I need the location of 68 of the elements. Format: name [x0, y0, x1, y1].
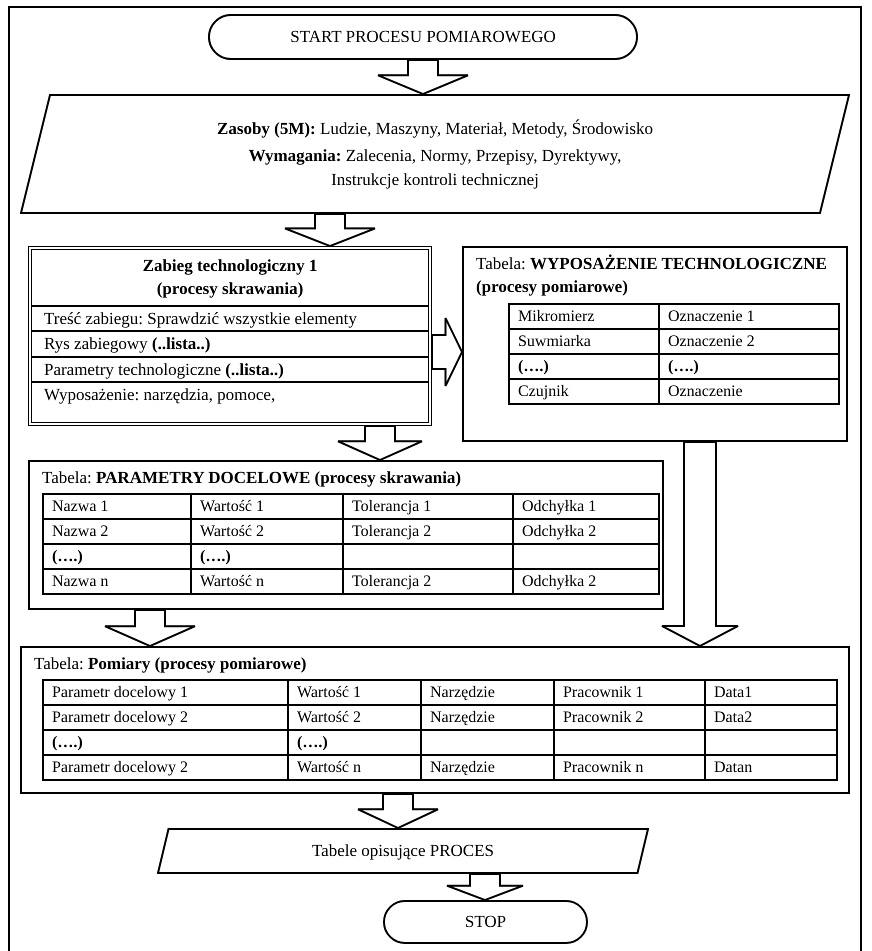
table-panel	[462, 246, 848, 442]
table-panel	[20, 646, 850, 794]
block-arrow	[661, 441, 739, 648]
table-cell: Suwmiarka	[510, 330, 660, 355]
table-cell: (….)	[44, 545, 192, 570]
table-cell: Oznaczenie 2	[660, 330, 840, 355]
table-cell: Parametr docelowy 2	[44, 756, 289, 782]
table-cell: Mikromierz	[510, 304, 660, 330]
table-cell: Tolerancja 1	[344, 495, 514, 520]
table-title: Tabela: Pomiary (procesy pomiarowe)	[34, 653, 308, 675]
table-cell: Odchyłka 2	[514, 570, 660, 596]
table-cell: Narzędzie	[422, 706, 555, 732]
list-row: Rys zabiegowy (..lista..)	[32, 330, 428, 356]
table-cell: Wartość 2	[192, 520, 344, 546]
table-cell: (….)	[660, 354, 840, 380]
table-cell: Oznaczenie 1	[660, 304, 840, 330]
table-title: Tabela: WYPOSAŻENIE TECHNOLOGICZNE (procesy pomiarowe)	[476, 253, 828, 298]
parallelogram-shape	[20, 94, 850, 214]
table-cell: Wartość n	[192, 570, 344, 596]
table-cell: Odchyłka 1	[514, 495, 660, 520]
block-arrow	[431, 317, 464, 387]
table-cell: Wartość 1	[192, 495, 344, 520]
table-cell: Datan	[706, 756, 838, 782]
table-cell: Tolerancja 2	[344, 570, 514, 596]
table-cell: Nazwa 1	[44, 495, 192, 520]
list-row: Wyposażenie: narzędzia, pomoce,	[32, 380, 428, 406]
parallelogram-shape	[157, 828, 649, 874]
block-arrow	[446, 873, 524, 902]
table-cell: Wartość n	[289, 756, 422, 782]
block-arrow	[337, 425, 423, 462]
table-cell: Oznaczenie	[660, 380, 840, 405]
terminator-text: STOP	[464, 911, 506, 934]
block-arrow	[284, 213, 376, 248]
table-panel	[28, 460, 664, 610]
table-cell: Narzędzie	[422, 681, 555, 706]
table-title: Tabela: PARAMETRY DOCELOWE (procesy skrawania)	[42, 467, 462, 489]
table-cell: Czujnik	[510, 380, 660, 405]
terminator-box	[208, 14, 638, 60]
table-cell: Parametr docelowy 1	[44, 681, 289, 706]
block-arrow	[104, 609, 196, 648]
table-cell: Nazwa 2	[44, 520, 192, 546]
table-cell: Data2	[706, 706, 838, 732]
table-cell: (….)	[510, 354, 660, 380]
operation-box	[28, 246, 432, 426]
table-cell: Pracownik n	[555, 756, 706, 782]
block-arrow	[377, 59, 469, 96]
table-cell: (….)	[289, 731, 422, 756]
table-cell: Tolerancja 2	[344, 520, 514, 546]
table-cell: Pracownik 2	[555, 706, 706, 732]
io-text: Zasoby (5M): Ludzie, Maszyny, Materiał, Metody, Środowisko	[217, 118, 653, 140]
table-cell: Wartość 2	[289, 706, 422, 732]
table-cell: (….)	[44, 731, 289, 756]
operation-title: Zabieg technologiczny 1 (procesy skrawania)	[142, 255, 318, 300]
list-row: Parametry technologiczne (..lista..)	[32, 356, 428, 381]
table-cell: Nazwa n	[44, 570, 192, 596]
terminator-text: START PROCESU POMIAROWEGO	[290, 26, 556, 48]
table-cell: Narzędzie	[422, 756, 555, 782]
io-text: Tabele opisujące PROCES	[312, 840, 494, 862]
table-cell: Pracownik 1	[555, 681, 706, 706]
table-cell: Wartość 1	[289, 681, 422, 706]
table-cell: Parametr docelowy 2	[44, 706, 289, 732]
terminator-box	[383, 900, 588, 944]
table-cell: Odchyłka 2	[514, 520, 660, 546]
table-cell: Data1	[706, 681, 838, 706]
list-row: Treść zabiegu: Sprawdzić wszystkie elementy	[32, 304, 428, 330]
io-text: Wymagania: Zalecenia, Normy, Przepisy, Dyrektywy, Instrukcje kontroli technicznej	[248, 145, 622, 191]
block-arrow	[357, 793, 439, 830]
table-cell: (….)	[192, 545, 344, 570]
